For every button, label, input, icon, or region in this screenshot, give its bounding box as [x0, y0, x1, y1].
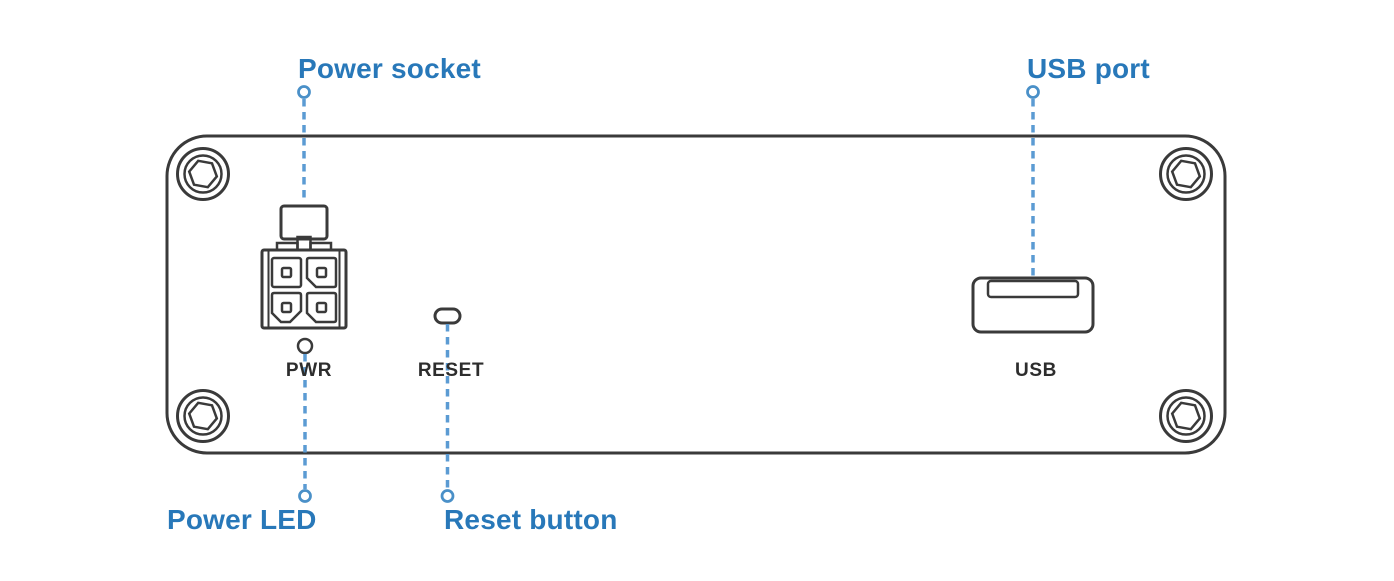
- callout-reset-button: Reset button: [444, 504, 618, 535]
- callout-power-socket: Power socket: [298, 53, 481, 84]
- pin-socket-bottom-left: [270, 291, 303, 324]
- callout-usb-port: USB port: [1027, 53, 1150, 84]
- screw-bottom-left: [176, 389, 230, 443]
- label-pwr: PWR: [285, 360, 333, 381]
- leader-dot-power-led: [298, 489, 312, 503]
- usb-port: [971, 276, 1095, 334]
- leader-dot-power-socket: [297, 85, 311, 99]
- screw-top-right: [1159, 147, 1213, 201]
- leader-dot-usb-port: [1026, 85, 1040, 99]
- pin-socket-top-left: [270, 256, 303, 289]
- power-socket-connector: [260, 204, 348, 330]
- callout-power-led: Power LED: [167, 504, 317, 535]
- power-led: [296, 337, 314, 355]
- reset-button: [433, 307, 462, 325]
- pin-socket-bottom-right: [305, 291, 338, 324]
- leader-dot-reset-button: [440, 489, 455, 503]
- label-reset: RESET: [417, 360, 485, 381]
- pin-socket-top-right: [305, 256, 338, 289]
- screw-bottom-right: [1159, 389, 1213, 443]
- label-usb: USB: [1015, 360, 1057, 381]
- panel-outline: [165, 134, 1227, 455]
- screw-top-left: [176, 147, 230, 201]
